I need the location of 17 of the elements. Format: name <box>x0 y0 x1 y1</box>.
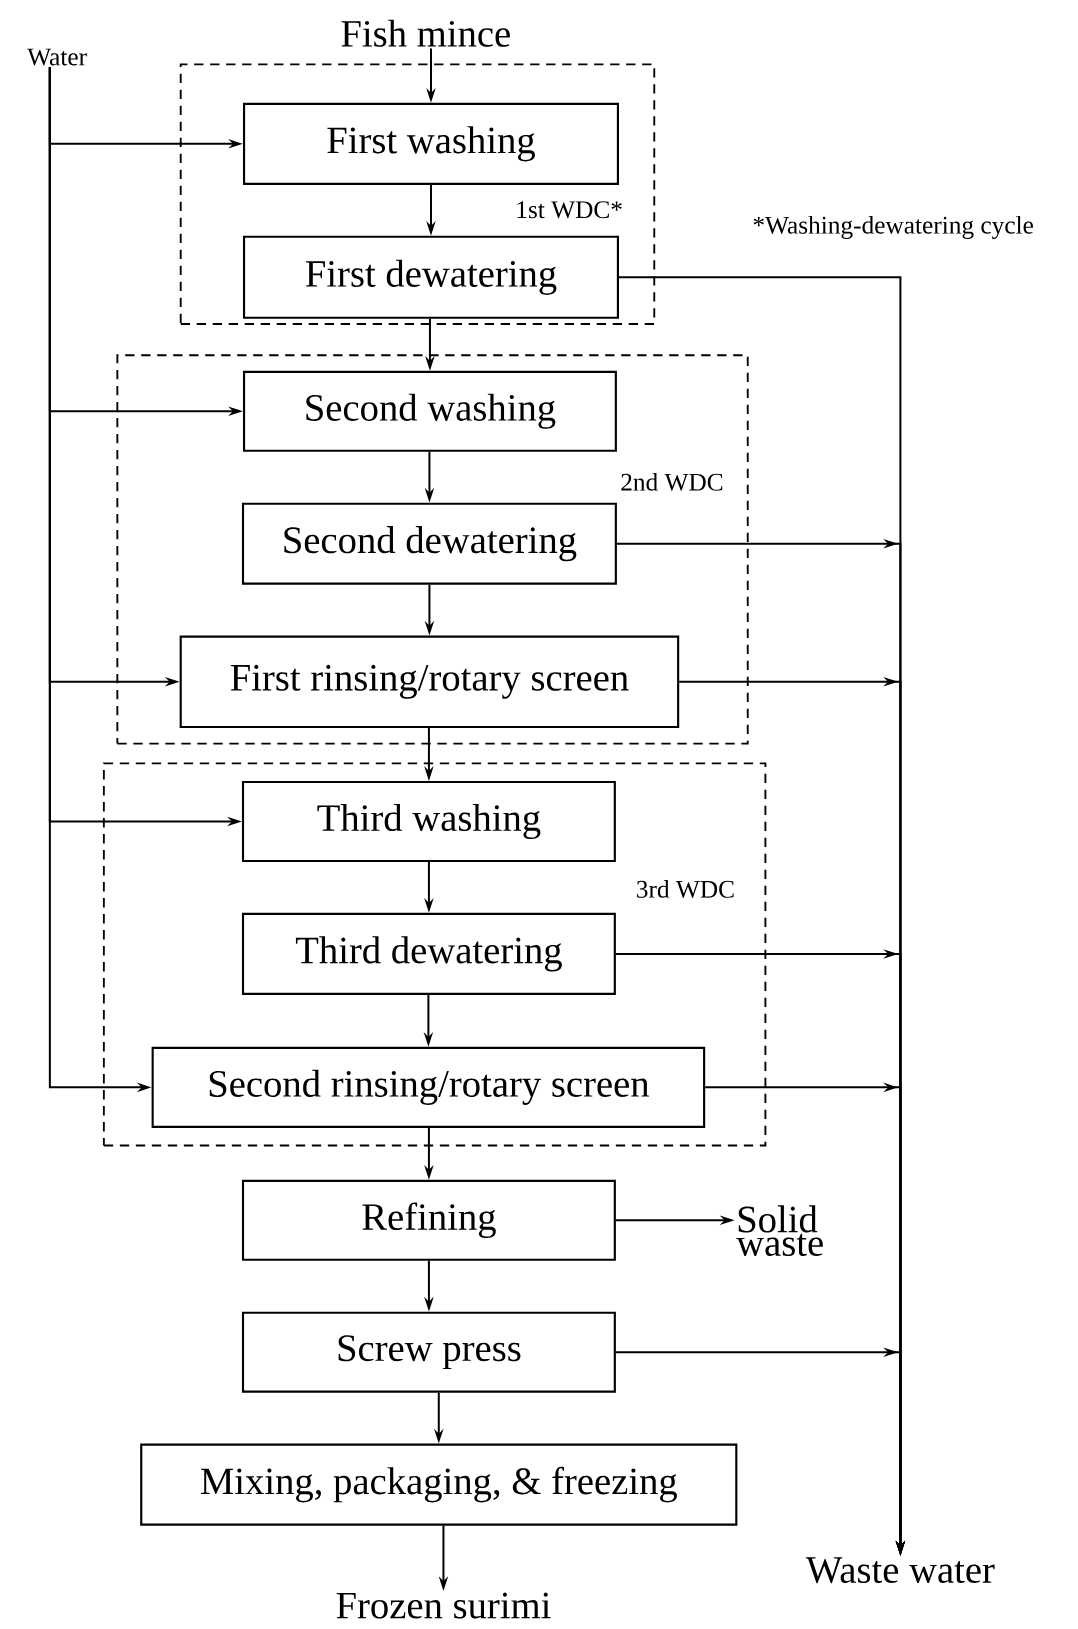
flow-label: Water <box>27 48 87 66</box>
flow-label: Solid waste <box>736 1205 823 1256</box>
process-box: Third washing <box>241 780 616 863</box>
process-box: First rinsing/rotary screen <box>179 635 680 729</box>
process-box: Second washing <box>243 370 617 452</box>
flow-label: Waste water <box>805 1557 995 1584</box>
flow-label: Fish mince <box>341 19 510 47</box>
process-box: Screw press <box>241 1311 616 1393</box>
footnote: *Washing-dewatering cycle <box>753 215 1033 239</box>
process-box: Third dewatering <box>241 912 616 995</box>
process-box: Mixing, packaging, & freezing <box>140 1443 738 1526</box>
process-box: First dewatering <box>243 235 619 319</box>
process-box: Second rinsing/rotary screen <box>151 1046 706 1128</box>
process-box: Refining <box>241 1179 616 1261</box>
process-box: Second dewatering <box>241 502 617 585</box>
process-box: First washing <box>243 102 619 185</box>
flow-label: Frozen surimi <box>336 1592 551 1619</box>
